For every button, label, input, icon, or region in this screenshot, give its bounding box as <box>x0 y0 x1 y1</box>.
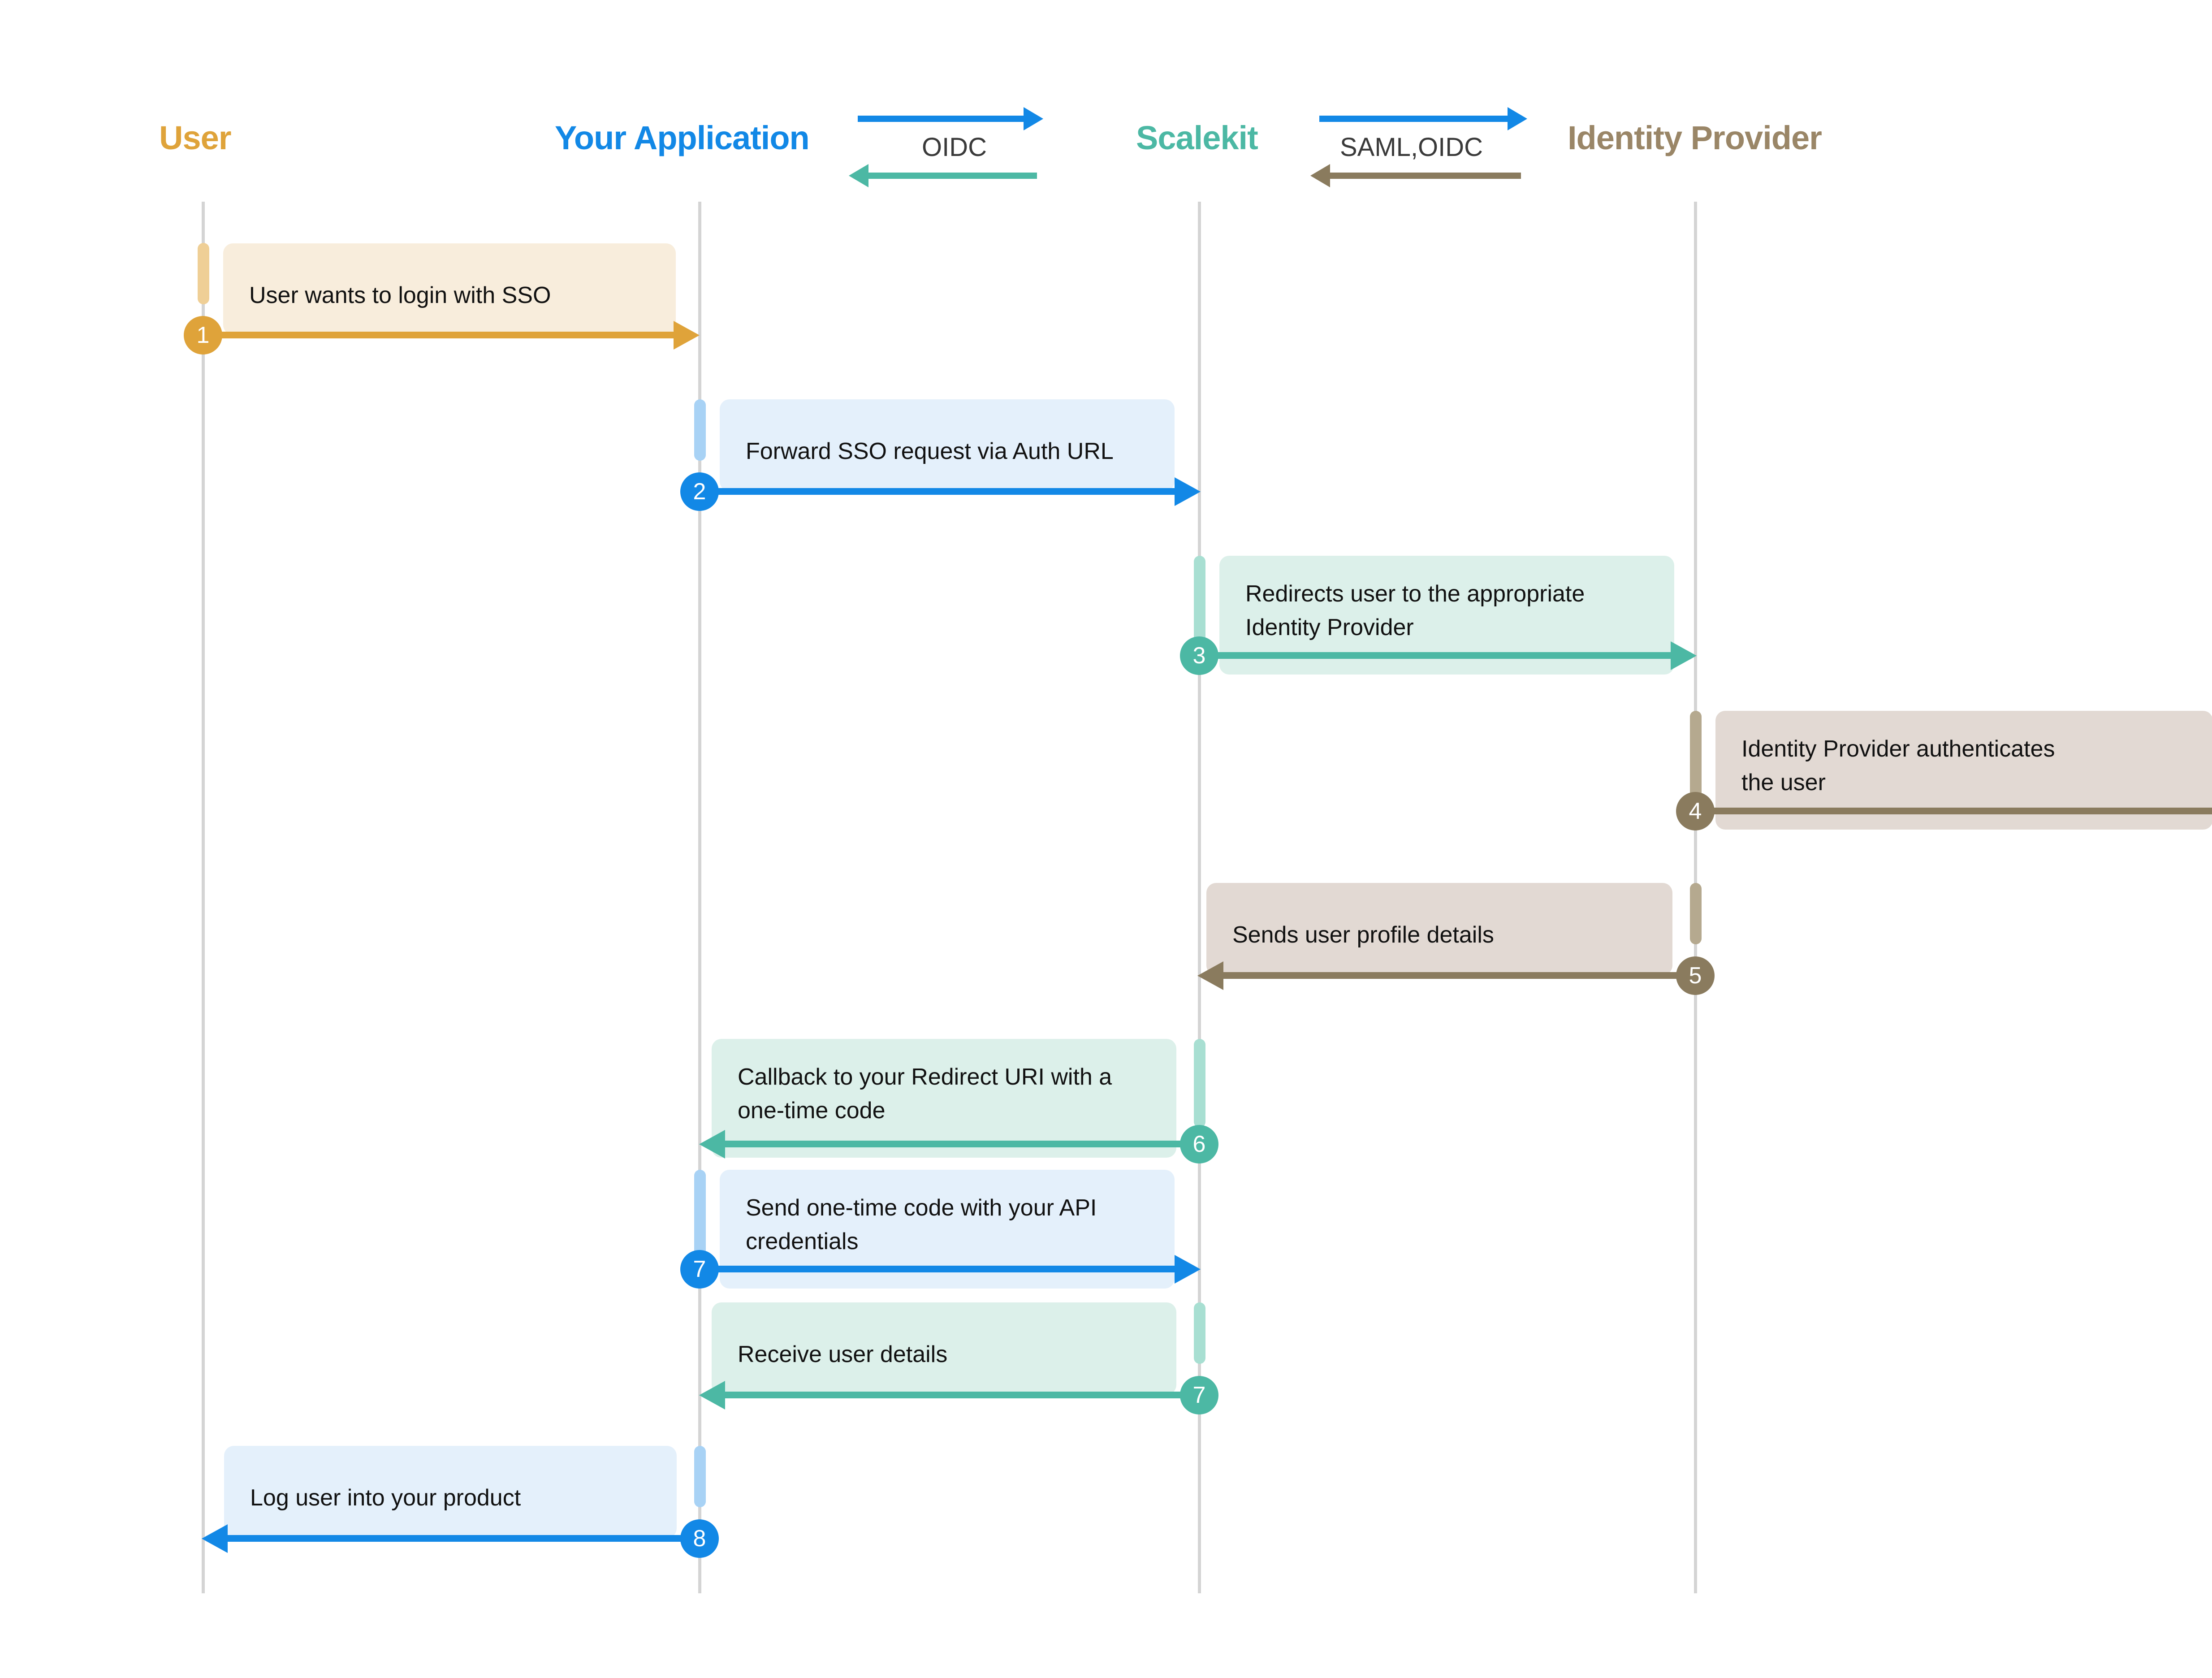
lifeline-scalekit <box>1198 202 1201 1593</box>
message-text-step-3: Redirects user to the appropriate Identi… <box>1245 581 1585 641</box>
activation-bar-step-4 <box>1690 711 1702 800</box>
saml-oidc-label: SAML,OIDC <box>1340 133 1483 162</box>
lifeline-your-application <box>698 202 701 1593</box>
step-badge-4[interactable]: 4 <box>1676 792 1715 830</box>
oidc-label: OIDC <box>922 133 987 162</box>
message-text-step-7b: Receive user details <box>738 1341 948 1367</box>
message-text-step-7a: Send one-time code with your API credent… <box>746 1195 1097 1255</box>
activation-bar-step-2 <box>694 399 706 461</box>
message-arrow-step-8 <box>228 1535 700 1542</box>
step-badge-8[interactable]: 8 <box>680 1519 719 1558</box>
message-box-step-6 <box>712 1039 1176 1158</box>
message-text-step-2: Forward SSO request via Auth URL <box>746 438 1114 464</box>
message-arrow-step-7a <box>700 1266 1175 1272</box>
activation-bar-step-5 <box>1690 883 1702 944</box>
message-arrow-step-4 <box>1695 808 2212 814</box>
actor-label-user: User <box>159 119 232 156</box>
arrowhead-step-3 <box>1671 641 1697 670</box>
message-arrow-step-6 <box>725 1141 1199 1147</box>
lifeline-user <box>202 202 205 1593</box>
step-badge-3[interactable]: 3 <box>1180 636 1218 675</box>
message-text-step-6: Callback to your Redirect URI with a one… <box>738 1064 1112 1124</box>
activation-bar-step-6 <box>1194 1039 1205 1128</box>
message-box-step-5 <box>1206 883 1672 975</box>
actor-label-scalekit: Scalekit <box>1136 119 1258 156</box>
step-badge-7b[interactable]: 7 <box>1180 1376 1218 1414</box>
message-arrow-step-2 <box>700 488 1175 495</box>
arrowhead-step-6 <box>699 1130 725 1159</box>
arrowhead-step-7a <box>1175 1255 1201 1284</box>
step-badge-5[interactable]: 5 <box>1676 956 1715 995</box>
activation-bar-step-8 <box>694 1446 706 1507</box>
actor-label-identity-provider: Identity Provider <box>1568 119 1822 156</box>
actor-label-your-application: Your Application <box>555 119 810 156</box>
activation-bar-step-3 <box>1194 556 1205 644</box>
arrowhead-step-8 <box>202 1524 228 1553</box>
message-box-step-2 <box>720 399 1175 491</box>
activation-bar-step-7b <box>1194 1302 1205 1364</box>
arrowhead-step-5 <box>1197 961 1223 990</box>
message-text-step-8: Log user into your product <box>250 1485 521 1511</box>
message-arrow-step-3 <box>1199 652 1671 659</box>
message-text-step-5: Sends user profile details <box>1232 922 1494 948</box>
arrowhead-step-2 <box>1175 477 1201 506</box>
arrowhead-step-7b <box>699 1381 725 1410</box>
step-badge-6[interactable]: 6 <box>1180 1125 1218 1163</box>
message-text-step-1: User wants to login with SSO <box>249 282 551 308</box>
step-badge-1[interactable]: 1 <box>184 316 222 355</box>
step-badge-2[interactable]: 2 <box>680 472 719 511</box>
message-box-step-1 <box>223 243 676 335</box>
message-arrow-step-7b <box>725 1392 1199 1398</box>
message-arrow-step-1 <box>203 332 674 338</box>
message-box-step-8 <box>224 1446 677 1538</box>
message-box-step-7b <box>712 1302 1176 1395</box>
activation-bar-step-1 <box>198 243 209 304</box>
activation-bar-step-7a <box>694 1170 706 1258</box>
step-badge-7a[interactable]: 7 <box>680 1250 719 1289</box>
arrowhead-step-1 <box>674 321 700 350</box>
message-arrow-step-5 <box>1223 972 1695 979</box>
message-text-step-4: Identity Provider authenticates the user <box>1741 736 2055 796</box>
